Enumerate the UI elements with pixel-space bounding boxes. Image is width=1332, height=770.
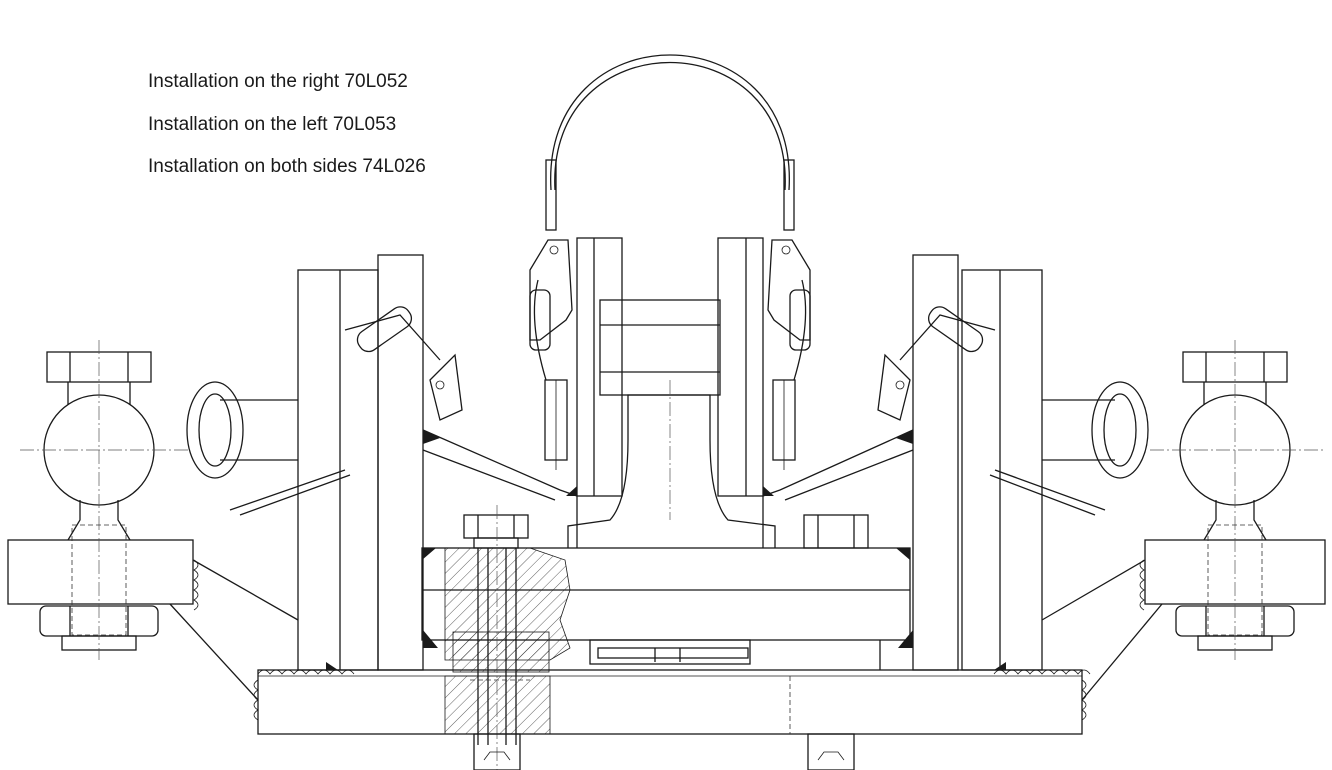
sectioned-region	[444, 547, 571, 735]
lanyard-cable	[545, 54, 795, 231]
bracket-left	[186, 254, 578, 671]
note-both-sides-installation: Installation on both sides 74L026	[148, 156, 426, 177]
tow-ball-right	[1041, 340, 1326, 721]
tow-ball-left	[7, 340, 299, 721]
upper-plate	[421, 547, 911, 670]
note-right-installation: Installation on the right 70L052	[148, 71, 408, 92]
central-pedestal	[566, 237, 776, 548]
base-plate	[257, 662, 1091, 735]
safety-pin-right	[767, 239, 811, 470]
bolt-left	[463, 505, 530, 770]
safety-pin-left	[529, 239, 573, 470]
note-left-installation: Installation on the left 70L053	[148, 114, 397, 135]
bracket-right	[762, 254, 1149, 671]
nut-right	[803, 514, 869, 770]
